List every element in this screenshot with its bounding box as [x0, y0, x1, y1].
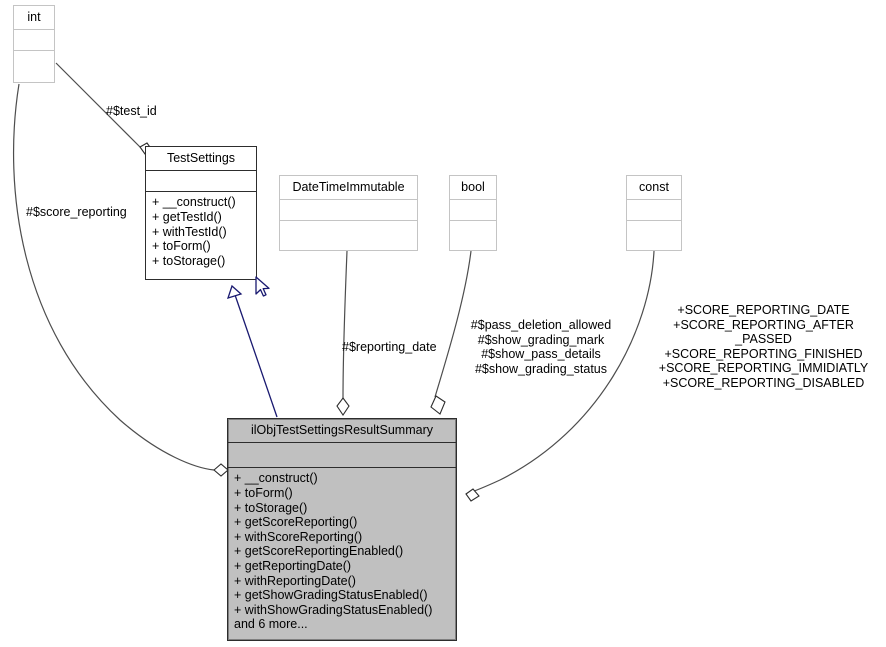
- operation-item: + getShowGradingStatusEnabled(): [234, 588, 428, 603]
- operation-item: + withReportingDate(): [234, 573, 356, 588]
- class-attributes-datetimeimmutable: [280, 200, 417, 222]
- class-operations-const: [627, 221, 681, 250]
- class-title-ilobjtestsettingsresultsummary: ilObjTestSettingsResultSummary: [228, 419, 456, 444]
- edge-int-to-resultsummary: [12, 83, 229, 477]
- class-title-testsettings: TestSettings: [146, 147, 256, 172]
- class-attributes-testsettings: [146, 171, 256, 193]
- edge-inheritance-resultsummary-to-testsettings: [226, 284, 278, 418]
- operation-item: + __construct(): [234, 471, 318, 486]
- operation-item-more: and 6 more...: [234, 617, 308, 632]
- class-box-bool[interactable]: bool: [449, 175, 497, 251]
- edge-datetime-to-resultsummary: [336, 250, 350, 416]
- operation-item: + withShowGradingStatusEnabled(): [234, 602, 433, 617]
- operation-item: + __construct(): [152, 195, 236, 210]
- class-operations-testsettings: + __construct() + getTestId() + withTest…: [146, 192, 256, 279]
- edge-label-reporting-date: #$reporting_date: [342, 340, 437, 354]
- edge-bool-to-resultsummary: [430, 250, 472, 415]
- class-operations-ilobjtestsettingsresultsummary: + __construct() + toForm() + toStorage()…: [228, 468, 456, 640]
- class-box-int[interactable]: int: [13, 5, 55, 83]
- edge-label-test-id: #$test_id: [106, 104, 157, 118]
- operation-item: + toStorage(): [234, 500, 308, 515]
- operation-item: + getReportingDate(): [234, 558, 352, 573]
- edge-label-score-reporting: #$score_reporting: [26, 205, 127, 219]
- class-attributes-bool: [450, 200, 496, 222]
- class-box-datetimeimmutable[interactable]: DateTimeImmutable: [279, 175, 418, 251]
- class-attributes-int: [14, 30, 54, 52]
- operation-item: + withScoreReporting(): [234, 529, 363, 544]
- operation-item: + getScoreReportingEnabled(): [234, 544, 404, 559]
- class-box-const[interactable]: const: [626, 175, 682, 251]
- class-title-bool: bool: [450, 176, 496, 201]
- operation-item: + toForm(): [152, 239, 211, 254]
- class-box-ilobjtestsettingsresultsummary[interactable]: ilObjTestSettingsResultSummary + __const…: [227, 418, 457, 641]
- operation-item: + toForm(): [234, 485, 293, 500]
- operation-item: + toStorage(): [152, 253, 226, 268]
- operation-item: + getTestId(): [152, 209, 222, 224]
- class-operations-int: [14, 51, 54, 82]
- class-attributes-const: [627, 200, 681, 222]
- operation-item: + withTestId(): [152, 224, 227, 239]
- class-title-datetimeimmutable: DateTimeImmutable: [280, 176, 417, 201]
- class-title-int: int: [14, 6, 54, 31]
- class-title-const: const: [627, 176, 681, 201]
- edge-label-const-members: +SCORE_REPORTING_DATE +SCORE_REPORTING_A…: [658, 303, 869, 390]
- class-attributes-ilobjtestsettingsresultsummary: [228, 443, 456, 469]
- class-operations-datetimeimmutable: [280, 221, 417, 250]
- class-box-testsettings[interactable]: TestSettings + __construct() + getTestId…: [145, 146, 257, 280]
- edge-label-bool-members: #$pass_deletion_allowed #$show_grading_m…: [470, 318, 612, 376]
- class-operations-bool: [450, 221, 496, 250]
- operation-item: + getScoreReporting(): [234, 515, 358, 530]
